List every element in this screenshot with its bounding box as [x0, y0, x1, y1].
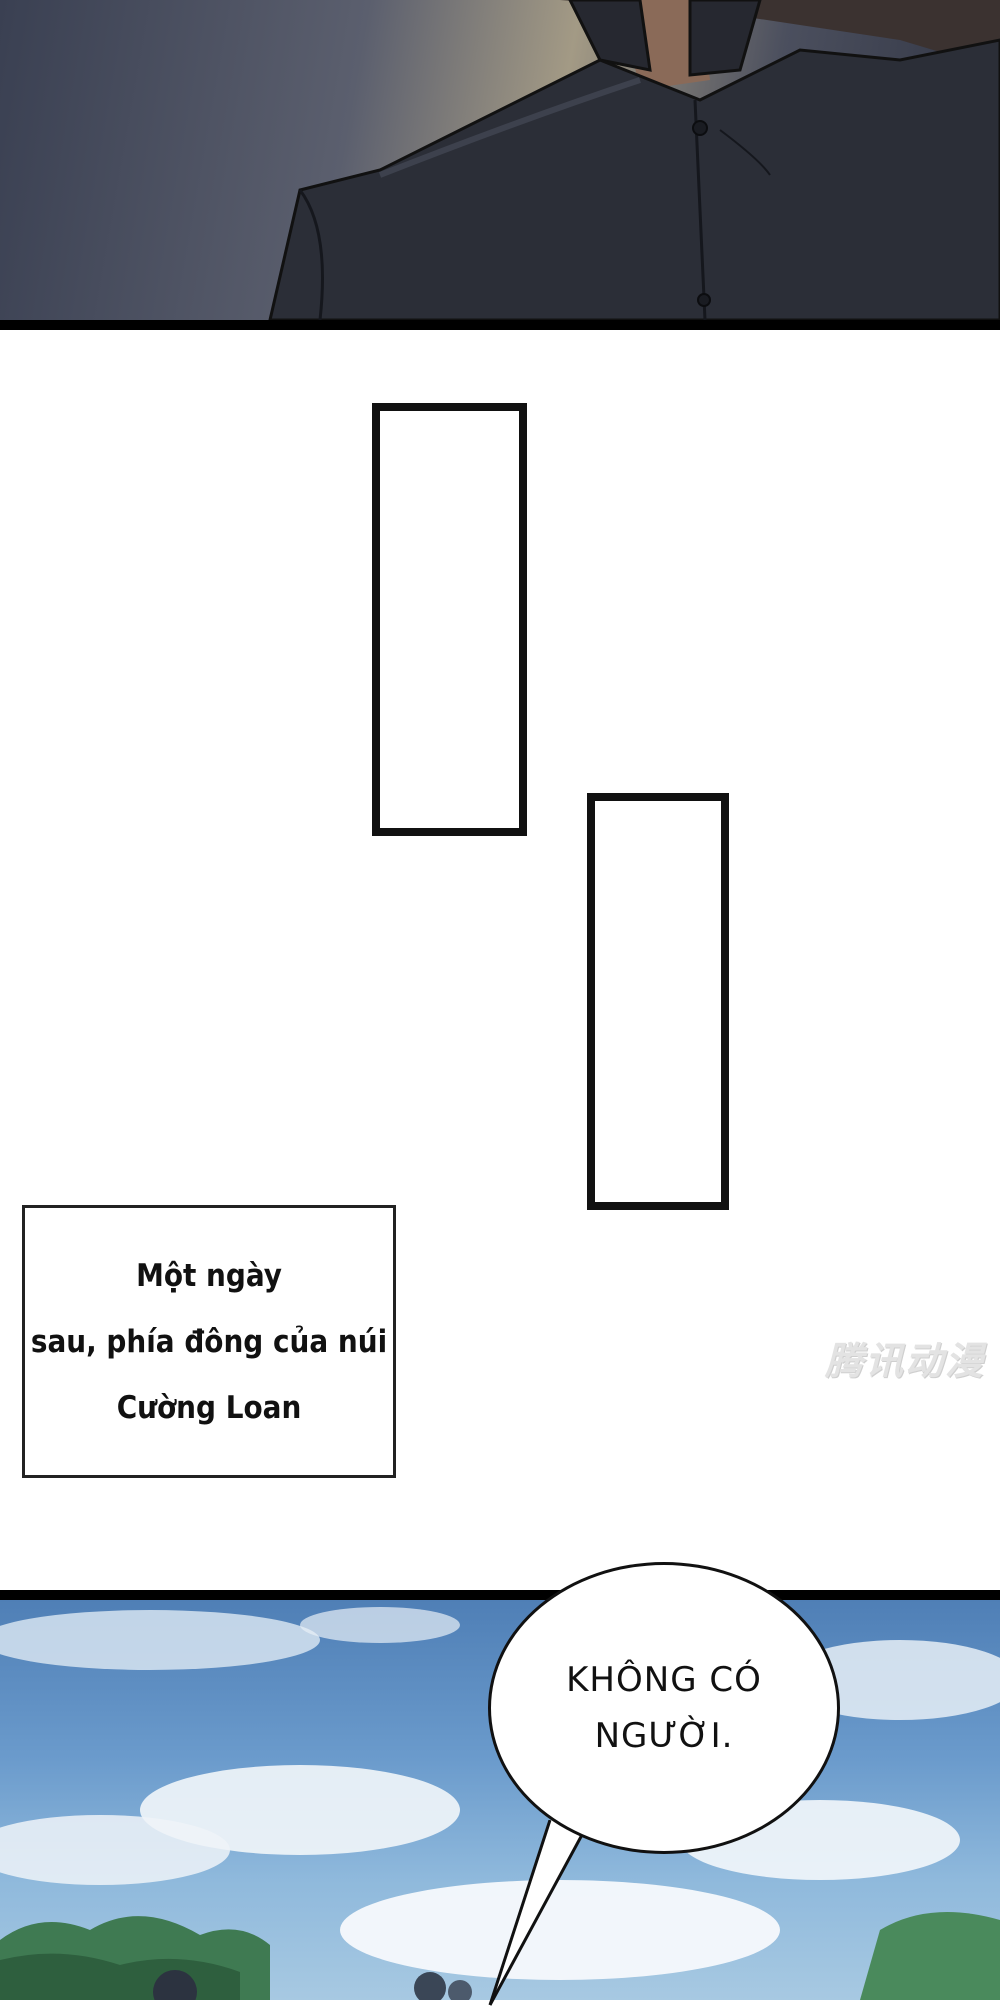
top-panel-illustration [0, 0, 1000, 320]
speech-bubble-tail [488, 1820, 592, 2006]
empty-narration-box-2 [587, 793, 729, 1210]
caption-line-3: Cường Loan [116, 1389, 302, 1426]
caption-line-2: sau, phía đông của núi [30, 1323, 388, 1360]
speech-line-2: NGƯỜI. [594, 1716, 734, 1756]
panel-border-bottom [0, 1590, 1000, 1600]
speech-line-1: KHÔNG CÓ [566, 1660, 762, 1700]
sky-clouds-illustration [0, 1607, 1000, 2000]
panel-border-top [0, 320, 1000, 330]
speech-bubble: KHÔNG CÓ NGƯỜI. [488, 1562, 840, 1854]
empty-narration-box-1 [372, 403, 527, 836]
narration-caption-box: Một ngày sau, phía đông của núi Cường Lo… [22, 1205, 396, 1478]
jacket-figure-illustration [268, 0, 1000, 320]
caption-line-1: Một ngày [136, 1257, 282, 1294]
publisher-watermark: 腾讯动漫 [825, 1339, 986, 1383]
bottom-panel-sky-illustration [0, 1600, 1000, 2000]
